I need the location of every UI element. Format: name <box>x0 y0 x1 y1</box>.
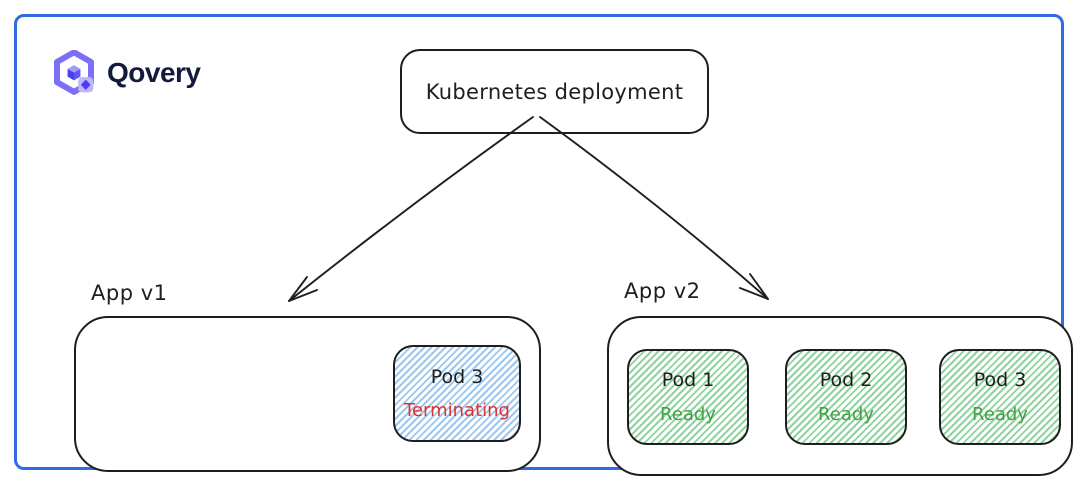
app-v1-label: App v1 <box>91 281 168 305</box>
pod-status-ready: Ready <box>972 403 1028 425</box>
pod-name: Pod 2 <box>819 369 873 392</box>
pod-app-v2-pod-3: Pod 3 Ready <box>939 349 1061 445</box>
group-app-v1: Pod 3 Terminating <box>74 316 541 472</box>
brand-wordmark: Qovery <box>107 57 201 88</box>
pod-status-terminating: Terminating <box>404 400 510 422</box>
pod-status-ready: Ready <box>818 403 874 425</box>
pod-name: Pod 1 <box>661 369 715 392</box>
qovery-logo-icon <box>53 50 95 95</box>
node-kubernetes-deployment-label: Kubernetes deployment <box>425 79 684 104</box>
pod-app-v2-pod-2: Pod 2 Ready <box>785 349 907 445</box>
pod-name: Pod 3 <box>430 365 484 388</box>
pod-app-v1-pod-3: Pod 3 Terminating <box>393 345 521 442</box>
app-v2-label: App v2 <box>624 279 701 303</box>
pod-status-ready: Ready <box>660 403 716 425</box>
diagram-frame: Qovery Kubernetes deployment App v1 Pod … <box>14 14 1073 476</box>
pod-name: Pod 3 <box>973 369 1027 392</box>
group-app-v2: Pod 1 Ready Pod 2 Ready Pod 3 Ready <box>607 316 1073 476</box>
pod-app-v2-pod-1: Pod 1 Ready <box>627 349 749 445</box>
brand-header: Qovery <box>51 50 201 96</box>
node-kubernetes-deployment: Kubernetes deployment <box>400 49 709 134</box>
